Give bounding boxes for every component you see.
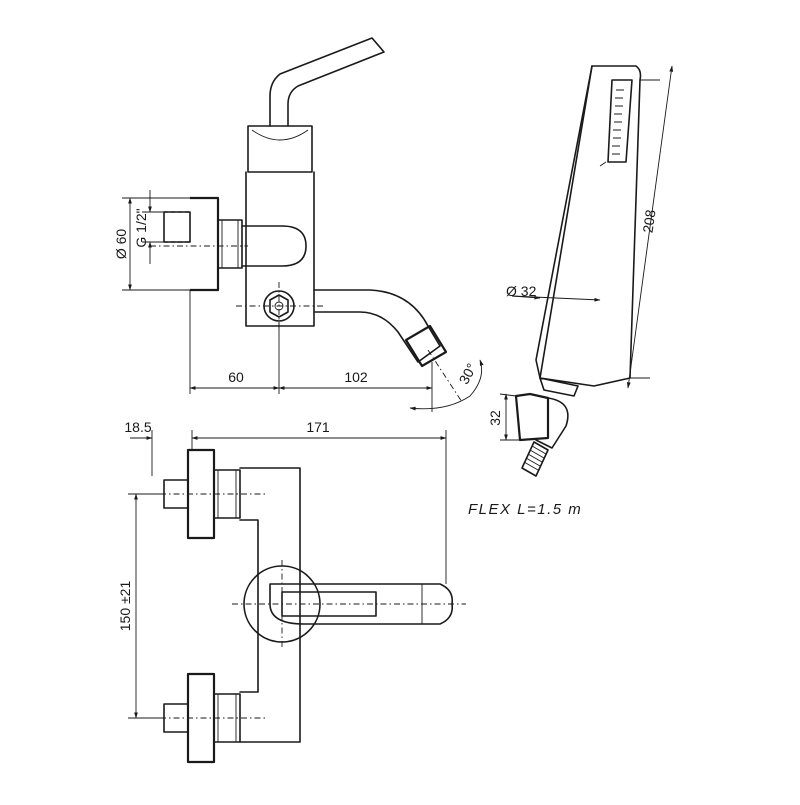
flex-hose xyxy=(521,441,549,477)
dim-thread: G 1/2" xyxy=(133,208,149,247)
hose-length-label: FLEX L=1.5 m xyxy=(468,501,582,518)
dim-holder: 32 xyxy=(487,410,503,426)
dim-horizontal-left: 60 xyxy=(228,369,244,385)
dim-center-distance: 150 ±21 xyxy=(117,581,133,632)
front-body xyxy=(239,467,301,743)
wall-holder xyxy=(514,392,550,442)
dim-body-diameter: Ø 60 xyxy=(113,229,129,260)
side-spout xyxy=(313,289,441,363)
spray-face xyxy=(607,79,633,163)
side-nut xyxy=(217,219,243,269)
dim-offset: 18.5 xyxy=(124,419,151,435)
dim-total-width: 171 xyxy=(306,419,330,435)
dim-angle: 30° xyxy=(456,361,480,387)
side-wall-flange xyxy=(190,196,220,292)
dim-horizontal-right: 102 xyxy=(344,369,368,385)
front-view: 18.5 171 150 ±21 xyxy=(117,419,466,764)
side-lever-handle xyxy=(269,37,385,127)
front-lever-arm xyxy=(269,583,454,625)
side-view: Ø 60 G 1/2" 60 102 30° xyxy=(113,37,484,412)
dim-shower-diameter: Ø 32 xyxy=(506,283,537,299)
side-inlet-tube xyxy=(241,225,307,267)
side-spout-outlet xyxy=(404,324,448,368)
side-body xyxy=(245,171,315,327)
spray-nozzles xyxy=(612,89,624,155)
dim-shower-length: 208 xyxy=(640,208,659,234)
hand-shower-body xyxy=(535,65,642,387)
side-top-cap xyxy=(247,125,313,173)
hand-shower-view: Ø 32 208 32 FLEX L=1.5 m xyxy=(468,65,674,518)
